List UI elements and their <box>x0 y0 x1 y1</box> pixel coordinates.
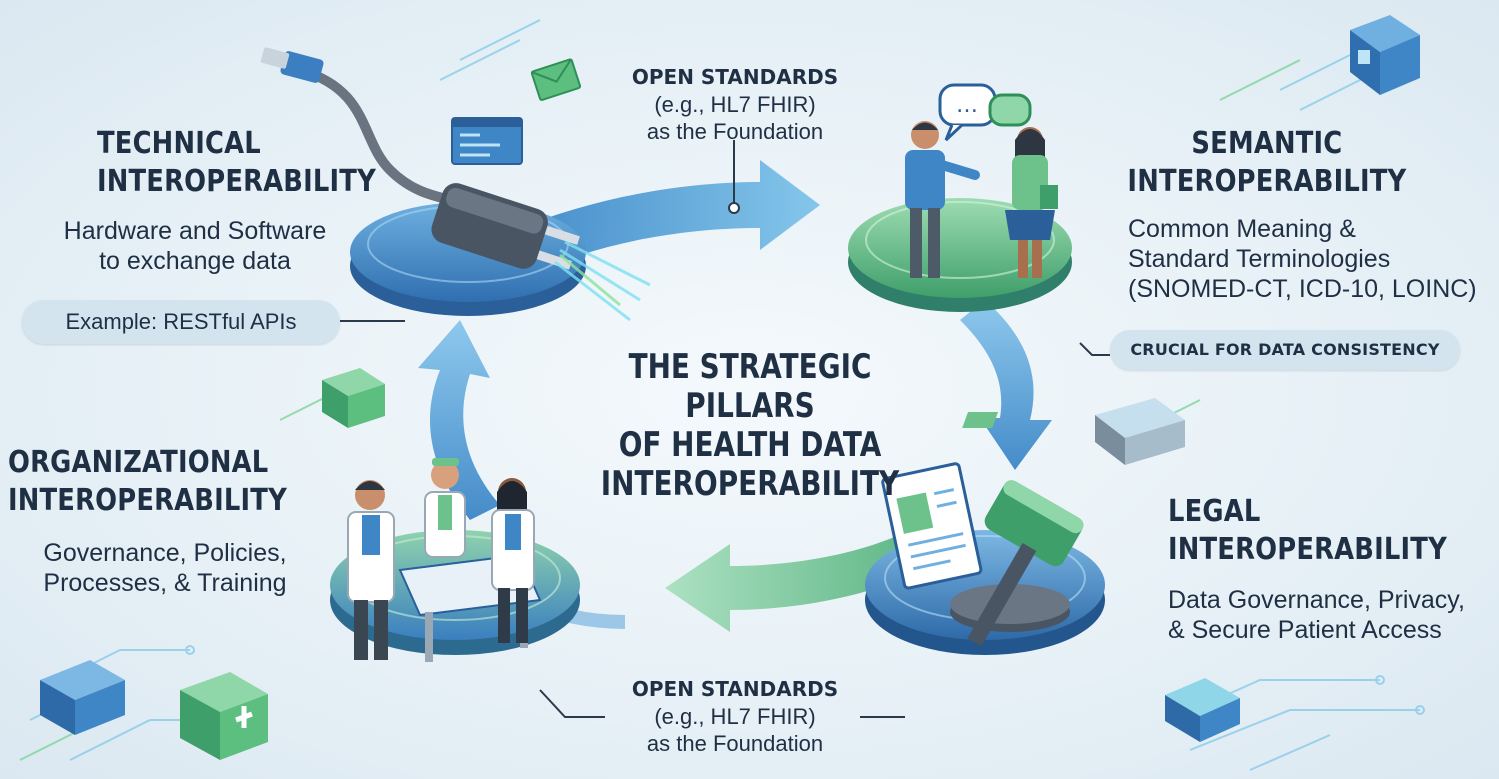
title-line2: PILLARS <box>685 386 815 426</box>
svg-text:…: … <box>956 93 978 118</box>
arrow-left <box>418 320 500 520</box>
technical-description: Hardware and Software to exchange data <box>35 216 355 276</box>
legal-description: Data Governance, Privacy, & Secure Patie… <box>1168 585 1493 645</box>
technical-heading: TECHNICAL INTEROPERABILITY <box>97 125 376 201</box>
legal-heading: LEGAL INTEROPERABILITY <box>1168 493 1447 569</box>
semantic-desc-line2: Standard Terminologies <box>1128 245 1391 273</box>
standards-top-line1: OPEN STANDARDS <box>631 65 839 89</box>
organizational-heading-line1: ORGANIZATIONAL <box>8 445 269 480</box>
standards-top-line2: (e.g., HL7 FHIR) <box>654 92 816 117</box>
technical-desc-line1: Hardware and Software <box>63 217 327 245</box>
technical-heading-line2: INTEROPERABILITY <box>97 164 376 199</box>
legal-heading-line2: INTEROPERABILITY <box>1168 532 1447 567</box>
arrow-top <box>515 160 820 270</box>
semantic-heading-line2: INTEROPERABILITY <box>1127 164 1407 199</box>
open-standards-top: OPEN STANDARDS (e.g., HL7 FHIR) as the F… <box>590 64 880 145</box>
people-talking-icon: … <box>905 83 1058 278</box>
organizational-desc-line2: Processes, & Training <box>43 569 287 597</box>
semantic-desc-line1: Common Meaning & <box>1128 215 1356 243</box>
standards-bottom-line2: (e.g., HL7 FHIR) <box>654 704 816 729</box>
organizational-heading: ORGANIZATIONAL INTEROPERABILITY <box>8 444 300 520</box>
semantic-note-pill: CRUCIAL FOR DATA CONSISTENCY <box>1110 330 1460 370</box>
legal-desc-line1: Data Governance, Privacy, <box>1168 586 1465 614</box>
callout-lines <box>340 140 1110 718</box>
secure-box-icon <box>1350 15 1420 95</box>
organizational-desc-line1: Governance, Policies, <box>43 539 287 567</box>
rx-box-icon <box>322 368 385 428</box>
title-line1: THE STRATEGIC <box>628 347 872 387</box>
diagram-title: THE STRATEGIC PILLARS OF HEALTH DATA INT… <box>574 348 927 504</box>
usb-plug-icon <box>260 47 651 322</box>
technical-example-pill: Example: RESTful APIs <box>22 300 340 344</box>
server-box-icon-left <box>40 660 125 735</box>
open-standards-bottom: OPEN STANDARDS (e.g., HL7 FHIR) as the F… <box>590 676 880 757</box>
clinicians-icon <box>347 458 542 662</box>
standards-bottom-line3: as the Foundation <box>646 731 824 756</box>
arrow-bottom <box>665 525 945 632</box>
legal-desc-line2: & Secure Patient Access <box>1168 616 1442 644</box>
organizational-description: Governance, Policies, Processes, & Train… <box>10 538 320 598</box>
title-line3: OF HEALTH DATA <box>618 425 882 465</box>
semantic-desc-line3: (SNOMED-CT, ICD-10, LOINC) <box>1128 275 1477 303</box>
organizational-heading-line2: INTEROPERABILITY <box>8 483 287 518</box>
semantic-description: Common Meaning & Standard Terminologies … <box>1128 214 1488 304</box>
standards-bottom-line1: OPEN STANDARDS <box>631 677 839 701</box>
chip-box-icon-right <box>1165 678 1240 742</box>
gavel-icon <box>881 462 1084 647</box>
envelope-icon <box>530 58 582 101</box>
legal-heading-line1: LEGAL <box>1168 494 1261 529</box>
technical-heading-line1: TECHNICAL <box>97 126 261 161</box>
semantic-heading: SEMANTIC INTEROPERABILITY <box>1125 125 1409 201</box>
semantic-heading-line1: SEMANTIC <box>1191 126 1343 161</box>
medical-cross-box-icon <box>180 672 268 760</box>
arrow-right <box>960 300 1052 470</box>
code-window-icon <box>451 117 523 165</box>
card-box-icon-right <box>962 398 1185 465</box>
technical-desc-line2: to exchange data <box>99 247 291 275</box>
title-line4: INTEROPERABILITY <box>600 464 900 504</box>
standards-top-line3: as the Foundation <box>646 119 824 144</box>
